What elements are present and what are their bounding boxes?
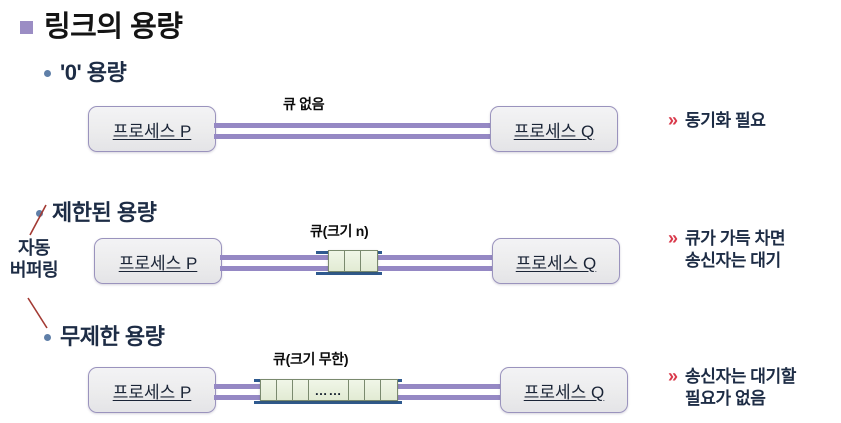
queue-cell <box>349 380 365 400</box>
queue-label-unbounded: 큐(크기 무한) <box>273 351 349 367</box>
queue-cell <box>277 380 293 400</box>
queue-cell-ellipsis: …… <box>309 380 349 400</box>
auto-buffering-line-2: 버퍼링 <box>9 259 59 280</box>
section-heading-label: 제한된 용량 <box>52 200 157 225</box>
link-line-upper <box>214 123 494 128</box>
process-box-q: 프로세스 Q <box>492 238 620 284</box>
queue-cells-bounded <box>328 250 378 272</box>
note-unbounded-capacity-line-1: 송신자는 대기할 <box>685 367 797 386</box>
section-heading-label: '0' 용량 <box>60 60 127 85</box>
queue-rail-bottom <box>254 401 402 404</box>
section-heading-bounded-capacity: 제한된 용량 <box>36 200 157 225</box>
dot-bullet-icon <box>44 333 51 341</box>
queue-cell <box>329 251 345 271</box>
chevron-double-right-icon: » <box>668 366 679 386</box>
diagram-zero-capacity: 프로세스 P 큐 없음 프로세스 Q <box>88 96 618 158</box>
note-zero-capacity-line-1: 동기화 필요 <box>685 111 766 130</box>
queue-rail-bottom <box>316 272 382 275</box>
connector-line-to-bounded <box>29 204 47 236</box>
auto-buffering-connector-lines <box>27 204 48 329</box>
note-bounded-capacity: » 큐가 가득 차면 송신자는 대기 <box>668 228 786 272</box>
process-box-p: 프로세스 P <box>94 238 222 284</box>
process-box-q-label: 프로세스 Q <box>523 382 605 402</box>
process-box-q: 프로세스 Q <box>490 106 618 152</box>
queue-cell <box>293 380 309 400</box>
note-bounded-capacity-line-1: 큐가 가득 차면 <box>685 229 786 248</box>
page-title: 링크의 용량 <box>20 11 183 43</box>
note-unbounded-capacity-line-2: 필요가 없음 <box>685 389 766 409</box>
connector-line-to-unbounded <box>27 297 48 329</box>
link-line-lower <box>214 134 494 139</box>
section-heading-zero-capacity: '0' 용량 <box>44 60 127 85</box>
queue-cell <box>381 380 397 400</box>
chevron-double-right-icon: » <box>668 228 679 248</box>
process-box-p-label: 프로세스 P <box>118 253 198 273</box>
process-box-p: 프로세스 P <box>88 367 216 413</box>
auto-buffering-annotation: 자동 버퍼링 <box>2 238 66 282</box>
process-box-p: 프로세스 P <box>88 106 216 152</box>
note-bounded-capacity-line-2: 송신자는 대기 <box>685 251 781 271</box>
process-box-q: 프로세스 Q <box>500 367 628 413</box>
process-box-q-label: 프로세스 Q <box>513 121 595 141</box>
dot-bullet-icon <box>36 209 43 217</box>
queue-label-none: 큐 없음 <box>283 96 325 112</box>
queue-cell <box>345 251 361 271</box>
queue-cells-unbounded: …… <box>260 379 398 401</box>
page-title-text: 링크의 용량 <box>44 11 183 43</box>
diagram-unbounded-capacity: 프로세스 P 큐(크기 무한) …… 프로세스 Q <box>88 351 628 419</box>
process-box-p-label: 프로세스 P <box>112 121 192 141</box>
dot-bullet-icon <box>44 69 51 77</box>
process-box-p-label: 프로세스 P <box>112 382 192 402</box>
queue-cell <box>261 380 277 400</box>
square-bullet-icon <box>20 21 33 34</box>
section-heading-label: 무제한 용량 <box>60 324 165 349</box>
queue-cell <box>361 251 377 271</box>
process-box-q-label: 프로세스 Q <box>515 253 597 273</box>
queue-cell <box>365 380 381 400</box>
note-zero-capacity: » 동기화 필요 <box>668 110 766 132</box>
section-heading-unbounded-capacity: 무제한 용량 <box>44 324 165 349</box>
queue-label-bounded: 큐(크기 n) <box>310 223 369 239</box>
note-unbounded-capacity: » 송신자는 대기할 필요가 없음 <box>668 366 796 410</box>
auto-buffering-line-1: 자동 <box>17 238 51 258</box>
chevron-double-right-icon: » <box>668 110 679 130</box>
diagram-bounded-capacity: 프로세스 P 큐(크기 n) 프로세스 Q <box>94 223 624 290</box>
